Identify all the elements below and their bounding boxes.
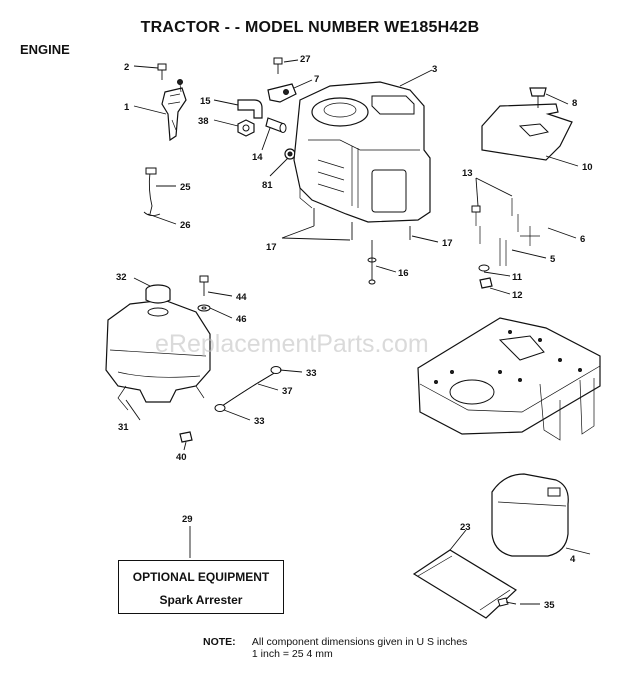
callout-33-lower: 33 [254,416,265,427]
washer-part[interactable] [478,264,490,272]
callout-6: 6 [580,234,585,245]
callout-5: 5 [550,254,556,265]
callout-13: 13 [462,168,473,179]
fuel-tank-part[interactable] [105,299,211,411]
callout-7: 7 [314,74,319,85]
watermark-text: eReplacementParts.com [155,330,429,358]
optional-equipment-box[interactable]: OPTIONAL EQUIPMENT Spark Arrester [118,560,284,614]
callout-27: 27 [300,54,311,65]
callout-35: 35 [544,600,555,611]
leader-lines [125,59,591,605]
spacer-column-part[interactable] [499,226,540,266]
note-line-2: 1 inch = 25 4 mm [251,648,333,660]
callout-16: 16 [398,268,409,279]
hose-clamp-upper-part[interactable] [270,366,282,374]
fuel-line-part[interactable] [221,371,277,407]
note-label: NOTE: [203,636,236,648]
heat-shield-part[interactable] [481,103,573,161]
fuel-cap-part[interactable] [145,284,171,304]
callout-15: 15 [200,96,211,107]
callout-17-left: 17 [266,242,277,253]
callout-3: 3 [432,64,437,75]
hose-clamp-lower-part[interactable] [214,404,226,412]
callout-4: 4 [570,554,576,565]
callout-2: 2 [124,62,129,73]
shield-screw-part[interactable] [497,597,517,607]
callout-44: 44 [236,292,247,303]
engine-mount-bolt-part[interactable] [313,208,411,240]
tank-washer-part[interactable] [197,304,211,312]
muffler-shield-part[interactable] [412,549,517,619]
section-label: ENGINE [20,42,70,57]
hex-nut-part[interactable] [237,119,255,137]
callout-23: 23 [460,522,471,533]
throttle-screw-part[interactable] [157,63,167,80]
callout-17-right: 17 [442,238,453,249]
callout-46: 46 [236,314,247,325]
screw-set-part[interactable] [471,198,519,244]
throttle-cable-part[interactable] [145,167,157,215]
callout-26: 26 [180,220,191,231]
callout-38: 38 [198,116,209,127]
engine-bolt-part[interactable] [367,240,377,285]
optional-equipment-title: OPTIONAL EQUIPMENT [132,570,270,584]
grommet-part[interactable] [284,148,296,160]
callout-29: 29 [182,514,193,525]
spark-arrester-label: Spark Arrester [159,593,243,607]
page-title: TRACTOR - - MODEL NUMBER WE185H42B [140,19,480,36]
callout-8: 8 [572,98,577,109]
note-text: All component dimensions given in U S in… [252,636,467,660]
note-line-1: All component dimensions given in U S in… [251,636,468,648]
callout-33-upper: 33 [306,368,317,379]
bracket-screw-part[interactable] [273,57,283,74]
fuel-elbow-part[interactable] [237,99,263,119]
knob-part[interactable] [529,87,547,108]
tractor-frame-part[interactable] [417,317,601,441]
callout-labels: 2 1 3 4 5 6 7 8 10 11 12 13 14 15 16 17 … [116,54,593,611]
muffler-part[interactable] [491,473,569,557]
callout-10: 10 [582,162,593,173]
bolt-part[interactable] [479,277,493,289]
callout-14: 14 [252,152,263,163]
callout-31: 31 [118,422,129,433]
callout-81: 81 [262,180,273,191]
callout-1: 1 [124,102,130,113]
callout-12: 12 [512,290,523,301]
rubber-pad-part[interactable] [179,431,193,443]
engine-part[interactable] [293,81,431,223]
tank-screw-part[interactable] [199,275,209,296]
callout-40: 40 [176,452,187,463]
callout-11: 11 [512,272,523,283]
callout-25: 25 [180,182,191,193]
bracket-part[interactable] [267,83,297,103]
callout-37: 37 [282,386,293,397]
spacer-part[interactable] [265,117,287,133]
callout-32: 32 [116,272,127,283]
dimension-note: NOTE: All component dimensions given in … [203,636,467,660]
throttle-control-part[interactable] [161,79,187,142]
